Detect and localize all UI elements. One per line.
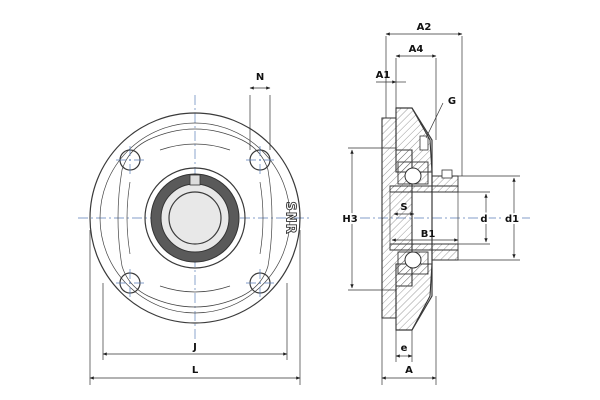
side-view: A2 A4 A1 G H3 S B1 d d1 bbox=[340, 22, 530, 385]
bearing-outer-ring bbox=[144, 167, 246, 269]
flange-inner-rim bbox=[99, 122, 291, 314]
label-a4: A4 bbox=[409, 44, 424, 55]
housing-outline bbox=[396, 107, 433, 331]
label-d1: d1 bbox=[505, 214, 519, 225]
housing-rib-left bbox=[126, 181, 131, 255]
snr-logo: SNR bbox=[283, 201, 298, 234]
label-d: d bbox=[480, 214, 487, 225]
bearing-inner-ring bbox=[160, 183, 230, 253]
label-a: A bbox=[405, 365, 413, 376]
collar-bottom bbox=[431, 249, 459, 261]
bearing-ball-bottom bbox=[404, 251, 422, 269]
housing-rib-top bbox=[159, 143, 231, 151]
housing-boss-outline bbox=[117, 128, 273, 308]
set-screw bbox=[441, 169, 453, 179]
label-a2: A2 bbox=[417, 22, 432, 33]
grease-fitting bbox=[419, 135, 429, 151]
label-e: e bbox=[401, 343, 408, 354]
label-s: S bbox=[400, 202, 407, 213]
label-n: N bbox=[256, 72, 264, 83]
label-l: L bbox=[192, 365, 199, 376]
shaft-bore bbox=[168, 191, 222, 245]
leader-g bbox=[425, 102, 444, 139]
flange-outline bbox=[89, 112, 301, 324]
housing-rib-bottom bbox=[159, 285, 231, 293]
grease-nipple bbox=[189, 174, 201, 186]
inner-ring-bottom bbox=[389, 243, 459, 251]
bearing-ball-top bbox=[404, 167, 422, 185]
label-g: G bbox=[448, 96, 456, 107]
inner-ring-top bbox=[389, 185, 459, 193]
label-j: J bbox=[192, 342, 197, 353]
front-view: SNR N J L bbox=[78, 72, 312, 385]
label-h3: H3 bbox=[342, 214, 357, 225]
label-b1: B1 bbox=[421, 229, 436, 240]
label-a1: A1 bbox=[376, 70, 391, 81]
housing-rib-right bbox=[259, 181, 264, 255]
